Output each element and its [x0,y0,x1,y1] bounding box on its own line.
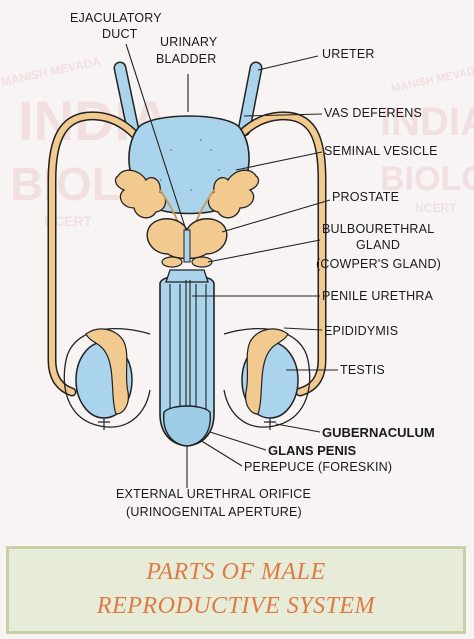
label-prostate: PROSTATE [332,190,399,204]
label-vas-deferens: VAS DEFERENS [324,106,422,120]
label-seminal-vesicle: SEMINAL VESICLE [324,144,438,158]
label-gubernaculum: GUBERNACULUM [322,425,435,440]
label-penile-urethra: PENILE URETHRA [322,289,434,303]
epididymis-left [85,328,129,415]
label-urinary-bladder-1: URINARY [160,35,218,49]
label-bulbourethral-2: GLAND [356,238,400,252]
ureter-left-fill [115,63,138,135]
leader-lines [125,43,338,488]
ureter-right-fill [239,63,261,135]
watermark-word2-right: BIOLOGY [380,160,474,198]
label-bulbourethral-3: (COWPER'S GLAND) [316,257,441,271]
label-orifice-2: (URINOGENITAL APERTURE) [126,505,302,519]
labels: EJACULATORY DUCT URINARY BLADDER URETER … [70,11,441,519]
watermark-word1-right: INDIA [380,100,474,144]
penis-top-bulb [165,269,209,283]
seminal-vesicle-left [114,169,167,219]
caption-line-2: REPRODUCTIVE SYSTEM [96,593,376,619]
gubernaculum-right [264,418,276,430]
label-orifice-1: EXTERNAL URETHRAL ORIFICE [116,487,311,501]
label-testis: TESTIS [340,363,385,377]
caption-box: PARTS OF MALE REPRODUCTIVE SYSTEM [6,546,466,634]
glans-penis [163,405,211,447]
prostate-urethra [183,229,191,263]
label-ejaculatory-duct-1: EJACULATORY [70,11,162,25]
bladder-spots [160,139,220,191]
label-glans-penis: GLANS PENIS [268,443,356,458]
label-ejaculatory-duct-2: DUCT [102,27,138,41]
watermark-author-right: MANISH MEVADA [390,64,474,95]
bulbourethral-gland-left [161,256,183,268]
caption-line-1: PARTS OF MALE [146,559,326,585]
label-urinary-bladder-2: BLADDER [156,52,216,66]
epididymis-right [245,328,289,415]
label-ureter: URETER [322,47,375,61]
seminal-vesicle-right [207,169,260,219]
watermark-author: MANISH MEVADA [0,54,103,89]
gubernaculum-left [98,418,110,430]
watermark-tag-right: NCERT [415,201,457,215]
label-prepuce: PEREPUCE (FORESKIN) [244,460,392,474]
label-epididymis: EPIDIDYMIS [324,324,398,338]
label-bulbourethral-1: BULBOURETHRAL [322,222,434,236]
bulbourethral-gland-right [191,256,213,268]
